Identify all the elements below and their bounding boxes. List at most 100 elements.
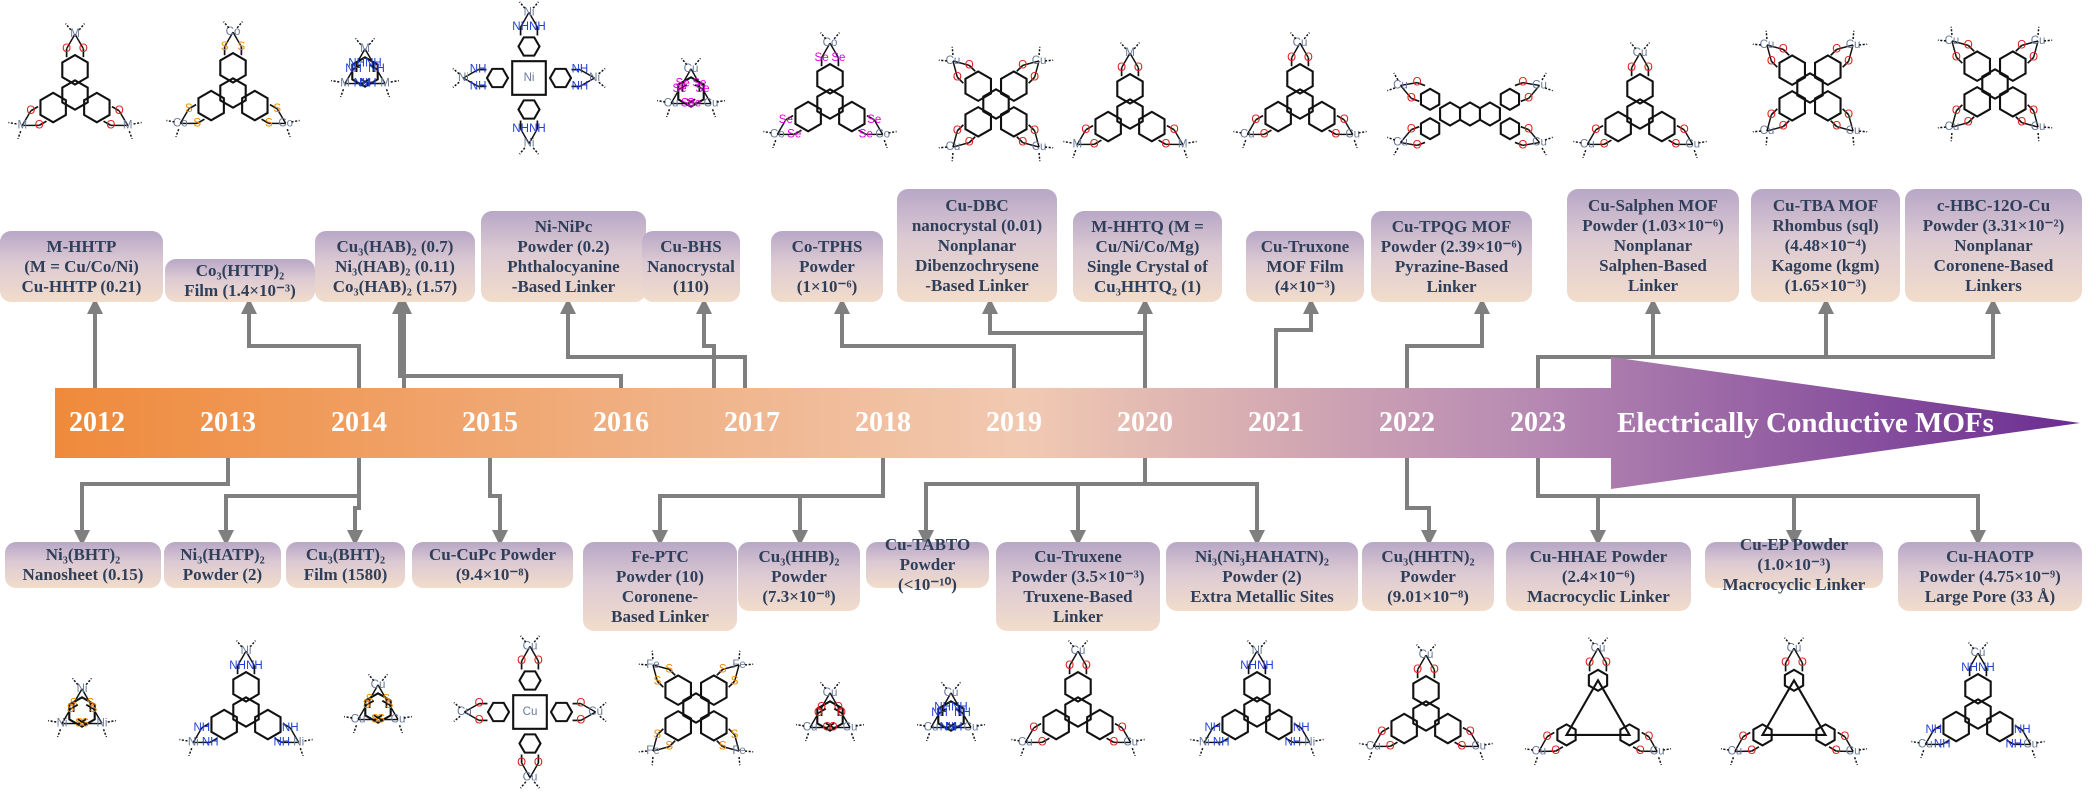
svg-text:NH: NH	[1925, 724, 1942, 736]
entry-text-line: Coronene-Based	[1933, 255, 2054, 275]
entry-text-line: (1×10⁻⁶)	[796, 276, 858, 296]
svg-text:Ni: Ni	[1304, 736, 1315, 748]
svg-text:O: O	[1065, 660, 1074, 672]
svg-text:Co: Co	[278, 117, 293, 129]
svg-text:Se: Se	[867, 114, 881, 126]
svg-text:O: O	[1964, 117, 1973, 129]
svg-text:Cu: Cu	[1071, 645, 1086, 657]
svg-text:O: O	[1767, 109, 1776, 121]
svg-text:Cu: Cu	[946, 55, 961, 67]
svg-text:NH: NH	[1240, 660, 1257, 672]
svg-text:O: O	[1844, 55, 1853, 67]
svg-text:O: O	[834, 702, 843, 714]
svg-text:S: S	[221, 41, 229, 53]
svg-text:O: O	[1779, 43, 1788, 55]
svg-text:M: M	[1072, 138, 1082, 150]
svg-text:NH: NH	[954, 707, 971, 719]
svg-text:O: O	[1551, 745, 1560, 757]
entry-text-line: M-HHTP	[46, 236, 117, 256]
svg-text:O: O	[1844, 109, 1853, 121]
svg-text:NH: NH	[202, 736, 219, 748]
svg-text:NH: NH	[512, 21, 529, 33]
svg-text:Cu: Cu	[1685, 138, 1700, 150]
entry-text-line: Powder (1.03×10⁻⁶)	[1582, 215, 1724, 235]
svg-text:S: S	[665, 741, 673, 753]
svg-text:Se: Se	[831, 52, 845, 64]
svg-text:S: S	[377, 714, 385, 726]
entry-text-line: Co-TPHS	[791, 236, 863, 256]
entry-text-line: Cu₃(BHT)₂	[305, 545, 386, 564]
entry-text-line: Cu/Ni/Co/Mg)	[1095, 236, 1200, 256]
svg-text:Cu: Cu	[1846, 39, 1861, 51]
svg-text:Cu: Cu	[391, 714, 406, 726]
entry-text-line: (9.4×10⁻⁸)	[455, 565, 530, 584]
svg-text:Cu: Cu	[1532, 137, 1547, 149]
svg-text:Cu: Cu	[523, 772, 538, 784]
svg-text:Cu: Cu	[664, 98, 679, 110]
svg-text:Co: Co	[823, 37, 838, 49]
svg-text:Ni: Ni	[293, 736, 304, 748]
entry-text-line: Linker	[1052, 606, 1104, 626]
svg-text:NH: NH	[2014, 724, 2031, 736]
svg-text:Co: Co	[875, 128, 890, 140]
entry-text-line: Film (1580)	[303, 565, 388, 584]
year-label: 2022	[1379, 407, 1435, 438]
svg-text:O: O	[1251, 114, 1260, 126]
svg-text:Cu: Cu	[944, 687, 959, 699]
svg-text:Cu: Cu	[523, 706, 538, 718]
svg-text:Cu: Cu	[1760, 39, 1775, 51]
svg-text:Cu: Cu	[1032, 141, 1047, 153]
entry-text-line: Film (1.4×10⁻³)	[184, 280, 296, 300]
svg-text:Se: Se	[859, 128, 873, 140]
svg-text:O: O	[1466, 726, 1475, 738]
entry-text-line: Linker	[1627, 275, 1679, 295]
svg-text:NH: NH	[1257, 660, 1274, 672]
entry-text-line: (M = Cu/Co/Ni)	[24, 256, 139, 276]
svg-text:S: S	[273, 103, 281, 115]
svg-text:Cu: Cu	[1471, 740, 1486, 752]
svg-text:S: S	[90, 703, 98, 715]
entry-text-line: Based Linker	[611, 606, 709, 626]
svg-text:NH: NH	[529, 123, 546, 135]
entry-text-line: Powder (3.31×10⁻²)	[1922, 215, 2065, 235]
year-label: 2016	[593, 407, 649, 438]
svg-text:Cu: Cu	[684, 63, 699, 75]
svg-text:O: O	[1457, 740, 1466, 752]
svg-text:S: S	[654, 729, 662, 741]
svg-text:NH: NH	[1961, 662, 1978, 674]
connector-arrow	[1405, 298, 1490, 390]
svg-text:O: O	[829, 722, 838, 734]
entry-text-line: Nanocrystal	[647, 256, 735, 276]
svg-text:S: S	[731, 729, 739, 741]
svg-text:Cu: Cu	[2023, 738, 2038, 750]
svg-text:Se: Se	[692, 78, 706, 90]
svg-text:Se: Se	[695, 83, 709, 95]
entry-text-line: c-HBC-12O-Cu	[1936, 195, 2051, 215]
svg-text:Cu: Cu	[1345, 128, 1360, 140]
entry-text-line: Cu₃(HHTN)₂	[1381, 546, 1475, 566]
entry-text-line: Cu₃(HHB)₂	[758, 546, 840, 566]
svg-text:O: O	[1134, 62, 1143, 74]
entry-text-line: Salphen-Based	[1599, 255, 1707, 275]
entry-text-line: (1.0×10⁻³)	[1757, 555, 1831, 574]
svg-text:O: O	[1798, 657, 1807, 669]
svg-text:Fe: Fe	[732, 659, 745, 671]
entry-text-line: Powder (10)	[616, 566, 704, 586]
svg-text:O: O	[1109, 736, 1118, 748]
